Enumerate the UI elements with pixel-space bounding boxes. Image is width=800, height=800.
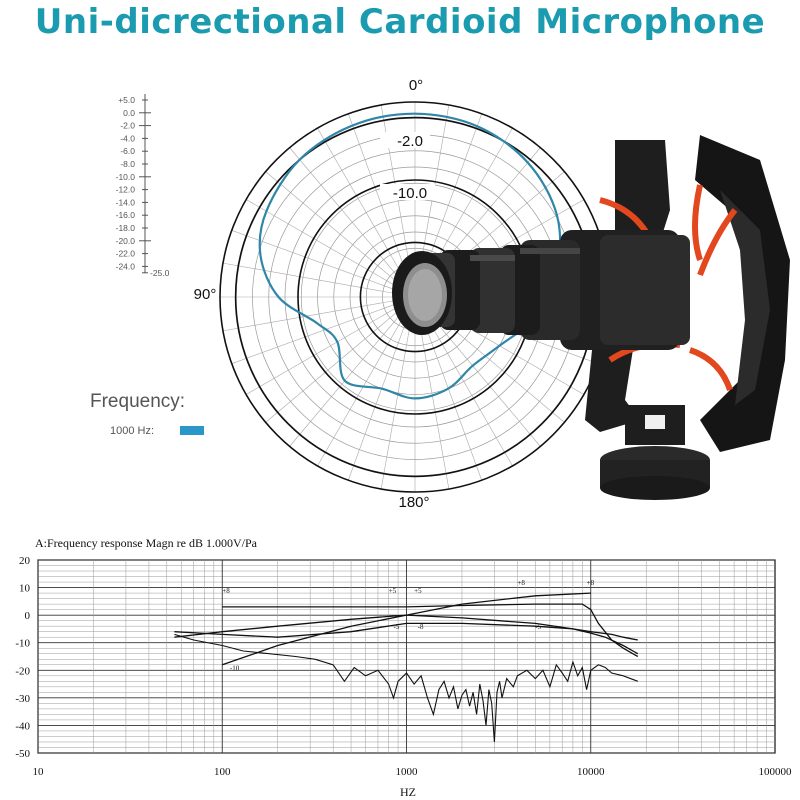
chart-title: A:Frequency response Magn re dB 1.000V/P… (35, 536, 258, 550)
curve-annotation: -10 (230, 664, 240, 672)
scale-label: -18.0 (116, 223, 136, 233)
polar-spoke (265, 171, 416, 298)
y-tick-label: 10 (19, 583, 31, 595)
angle-label-180: 180° (398, 494, 429, 511)
frequency-response-chart: A:Frequency response Magn re dB 1.000V/P… (15, 536, 793, 799)
y-tick-label: -50 (15, 748, 30, 760)
curve-annotations: +8 +5 +5 +8 +8 -5 -8 -5 -10 (222, 579, 594, 672)
curve-annotation: -5 (393, 623, 399, 631)
polar-spoke (231, 296, 416, 364)
angle-label-90: 90° (194, 286, 217, 303)
y-tick-label: 20 (19, 555, 31, 567)
scale-label: -24.0 (116, 261, 136, 271)
curve-annotation: +8 (587, 579, 595, 587)
series-line-1 (174, 614, 639, 655)
polar-spoke (289, 296, 416, 447)
scale-label: -6.0 (120, 146, 135, 156)
scale-label: -25.0 (150, 268, 170, 278)
series-line-5 (174, 633, 638, 743)
frequency-series (174, 592, 639, 743)
ring-label-bg (380, 132, 430, 148)
scale-label: -22.0 (116, 249, 136, 259)
polar-spoke (289, 147, 416, 298)
polar-spoke (245, 296, 416, 395)
scale-label: -16.0 (116, 210, 136, 220)
legend-swatch (180, 426, 204, 435)
angle-label-0: 0° (409, 77, 423, 94)
curve-annotation: +5 (389, 587, 397, 595)
scale-label: -12.0 (116, 185, 136, 195)
y-tick-label: -30 (15, 693, 30, 705)
y-tick-label: -40 (15, 720, 30, 732)
series-line-4 (222, 603, 639, 658)
x-axis-label: HZ (400, 785, 416, 799)
x-tick-labels: 10 100 1000 10000 100000 (33, 766, 793, 778)
microphone-image (392, 135, 790, 500)
x-tick-label: 1000 (396, 766, 419, 778)
polar-spoke (222, 296, 416, 332)
curve-annotation: +5 (414, 587, 422, 595)
curve-annotation: -5 (535, 623, 541, 631)
scale-label: +5.0 (118, 95, 135, 105)
polar-pattern-chart: +5.0 0.0 -2.0 -4.0 -6.0 -8.0 -10.0 -12.0 -14.0 -1… (90, 77, 790, 511)
scale-label: 0.0 (123, 108, 135, 118)
x-tick-label: 100000 (759, 766, 793, 778)
x-tick-label: 100 (214, 766, 231, 778)
x-tick-label: 10 (33, 766, 45, 778)
curve-annotation: +8 (517, 579, 525, 587)
curve-annotation: +8 (222, 587, 230, 595)
db-scale: +5.0 0.0 -2.0 -4.0 -6.0 -8.0 -10.0 -12.0 -14.0 -1… (116, 94, 170, 278)
ring-label-minus2: -2.0 (397, 133, 423, 150)
polar-spoke (222, 262, 416, 298)
legend-entry-label: 1000 Hz: (110, 425, 154, 437)
polar-spoke (245, 199, 416, 298)
polar-spoke (231, 230, 416, 298)
page-title: Uni-dicrectional Cardioid Microphone (34, 2, 766, 42)
polar-pattern-curve-1000hz (258, 112, 562, 400)
ring-label-bg (380, 184, 435, 200)
ring-label-minus10: -10.0 (393, 185, 427, 202)
y-tick-label: -20 (15, 665, 30, 677)
scale-label: -20.0 (116, 236, 136, 246)
y-tick-label: 0 (25, 610, 31, 622)
scale-label: -14.0 (116, 197, 136, 207)
series-line-3 (222, 592, 591, 666)
polar-spoke (317, 296, 416, 467)
curve-annotation: -8 (418, 623, 424, 631)
scale-label: -4.0 (120, 133, 135, 143)
scale-label: -2.0 (120, 121, 135, 131)
y-tick-label: -10 (15, 638, 30, 650)
y-tick-labels: 20 10 0 -10 -20 -30 -40 -50 (15, 555, 30, 760)
frequency-grid (37, 559, 776, 754)
legend-title: Frequency: (90, 391, 185, 412)
x-tick-label: 10000 (577, 766, 605, 778)
scale-label: -8.0 (120, 159, 135, 169)
scale-label: -10.0 (116, 172, 136, 182)
series-line-2 (174, 622, 638, 641)
